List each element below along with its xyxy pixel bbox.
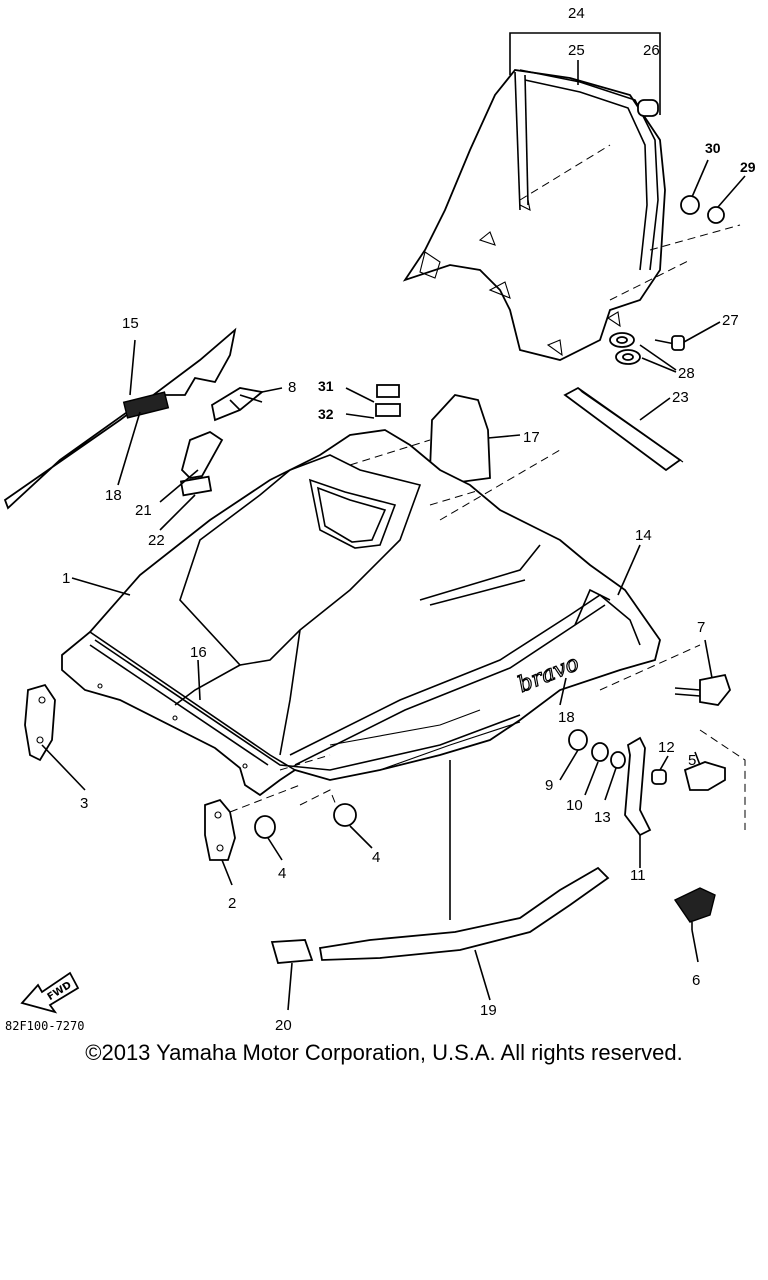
part-30-nut (680, 195, 700, 215)
part-3-hinge (24, 683, 86, 791)
callout-22: 22 (148, 532, 165, 549)
part-17-seat-pad (429, 394, 491, 483)
callout-20: 20 (275, 1017, 292, 1034)
part-23-bar (563, 386, 684, 472)
callout-8: 8 (288, 379, 296, 396)
part-12-pin (651, 769, 667, 785)
part-29-washer (707, 206, 725, 224)
callout-18-lower: 18 (558, 709, 575, 726)
part-31-pad (376, 384, 400, 398)
part-4-grommet-left (254, 815, 276, 839)
callout-5: 5 (688, 752, 696, 769)
parts-diagram: bravo (3, 5, 756, 1034)
callout-11: 11 (630, 867, 646, 884)
part-20-pad (270, 939, 314, 964)
part-2-hinge (204, 784, 301, 886)
callout-13: 13 (594, 809, 611, 826)
part-28-washers (609, 332, 677, 373)
callout-21: 21 (135, 502, 152, 519)
callout-16: 16 (190, 644, 207, 661)
windshield (402, 69, 741, 361)
callout-32: 32 (318, 406, 334, 422)
part-11-arm (624, 736, 652, 868)
callout-17: 17 (523, 429, 540, 446)
part-18-emblem-small (122, 391, 170, 419)
callout-2: 2 (228, 895, 236, 912)
callout-10: 10 (566, 797, 583, 814)
part-15-decal-stripe (3, 327, 237, 510)
part-26-clip (637, 99, 659, 117)
part-7-latch (674, 639, 732, 706)
callout-26: 26 (643, 42, 660, 59)
callout-7: 7 (697, 619, 705, 636)
callout-4-left: 4 (278, 865, 286, 882)
callout-25: 25 (568, 42, 585, 59)
callout-15: 15 (122, 315, 139, 332)
part-6-knob (673, 887, 716, 963)
callout-30: 30 (705, 140, 721, 156)
callout-14: 14 (635, 527, 652, 544)
copyright-notice: ©2013 Yamaha Motor Corporation, U.S.A. A… (85, 1040, 683, 1065)
callout-24: 24 (568, 5, 585, 22)
part-1-hood (61, 429, 701, 816)
part-8-bracket (210, 387, 283, 422)
callout-23: 23 (672, 389, 689, 406)
part-27-bolt (654, 321, 721, 351)
part-4-grommet-right (333, 803, 357, 827)
part-32-pad (375, 403, 401, 417)
fwd-arrow-icon: FWD (20, 971, 80, 1014)
part-22-pad (179, 475, 213, 497)
callout-4-right: 4 (372, 849, 380, 866)
callout-12: 12 (658, 739, 675, 756)
callout-18-upper: 18 (105, 487, 122, 504)
callout-9: 9 (545, 777, 553, 794)
part-19-bumper-strip (318, 866, 610, 1001)
callout-31: 31 (318, 378, 334, 394)
part-10-washer (591, 742, 609, 762)
callout-29: 29 (740, 159, 756, 175)
part-13-washer (610, 751, 626, 769)
callout-6: 6 (692, 972, 700, 989)
part-5-bracket (683, 729, 746, 830)
callout-1: 1 (62, 570, 70, 587)
callout-3: 3 (80, 795, 88, 812)
part-9-grommet (568, 729, 588, 751)
part-21-block (180, 430, 224, 479)
callout-28: 28 (678, 365, 695, 382)
callout-27: 27 (722, 312, 739, 329)
callout-bracket-24 (509, 32, 661, 115)
callout-19: 19 (480, 1002, 497, 1019)
diagram-code: 82F100-7270 (5, 1019, 84, 1033)
